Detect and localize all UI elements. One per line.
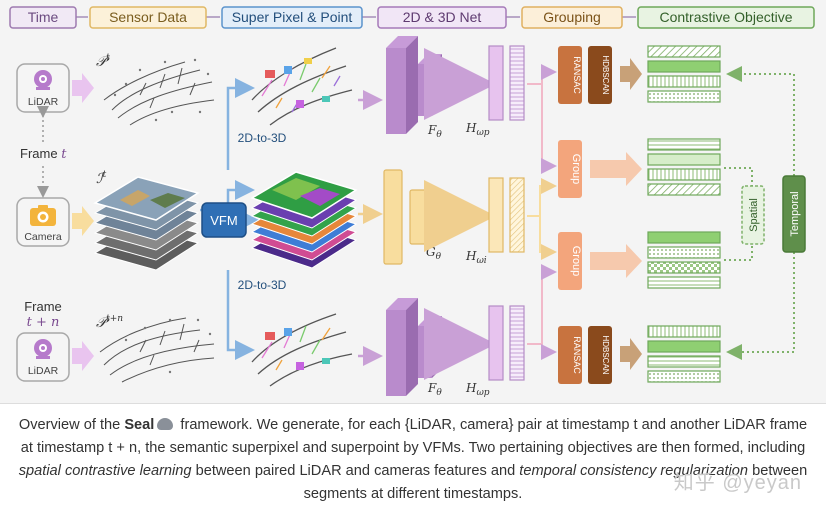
proj-top-label: 2D-to-3D xyxy=(238,131,287,145)
stage-time: Time xyxy=(9,6,77,29)
hdbscan-top: HDBSCAN xyxy=(588,46,612,104)
superpoints-tn xyxy=(251,313,353,387)
features-bottom xyxy=(647,325,721,383)
svg-text:𝒫t: 𝒫t xyxy=(96,53,110,70)
stage-super-pixel-point: Super Pixel & Point xyxy=(221,6,363,29)
svg-text:LiDAR: LiDAR xyxy=(28,365,59,377)
arrow-group-bottom xyxy=(590,244,642,278)
caption-text: between segments at different timestamps… xyxy=(303,463,808,502)
svg-text:VFM: VFM xyxy=(210,213,237,228)
svg-text:Hωi: Hωi xyxy=(465,249,487,266)
frame-t-label: Frame t xyxy=(20,146,67,162)
caption-seal: Seal xyxy=(124,417,155,433)
vfm-block: VFM xyxy=(201,202,247,238)
point-cloud-tn: 𝒫t+n xyxy=(96,314,215,383)
figure-caption: Overview of the Seal framework. We gener… xyxy=(0,403,826,515)
proj-bottom-arrow xyxy=(226,270,255,360)
head-h-top: Hωp xyxy=(465,45,525,138)
svg-text:ℐt: ℐt xyxy=(96,170,107,187)
svg-text:Contrastive Objective: Contrastive Objective xyxy=(659,9,792,25)
camera-images-t: ℐt xyxy=(93,170,200,271)
watermark: 知乎 @yeyan xyxy=(673,472,802,494)
frame-tn-label: Frame t + n xyxy=(24,299,62,330)
hdbscan-bottom: HDBSCAN xyxy=(588,326,612,384)
lidar-bottom-arrow xyxy=(72,341,94,371)
arrow-group-top xyxy=(590,152,642,186)
head-h-mid: Hωi xyxy=(465,177,525,266)
framework-diagram: Time Sensor Data Super Pixel & Point 2D … xyxy=(9,6,815,398)
lidar-top-sensor: LiDAR xyxy=(16,63,70,113)
caption-spatial-term: spatial contrastive learning xyxy=(18,463,192,479)
framework-figure: Time Sensor Data Super Pixel & Point 2D … xyxy=(0,0,826,403)
group-bottom: Group xyxy=(558,232,582,290)
net-f-theta-top: Fθ xyxy=(386,36,450,140)
caption-text: Overview of the xyxy=(18,417,125,433)
features-group-top xyxy=(647,138,721,196)
superpixel-stack xyxy=(250,171,358,269)
svg-text:t + n: t + n xyxy=(27,315,60,330)
stage-header: Time Sensor Data Super Pixel & Point 2D … xyxy=(9,6,815,29)
svg-text:2D & 3D Net: 2D & 3D Net xyxy=(403,9,482,25)
net-f-theta-bottom: Fθ xyxy=(386,298,450,398)
stage-contrastive-objective: Contrastive Objective xyxy=(637,6,815,29)
svg-text:Hωp: Hωp xyxy=(465,121,490,138)
ransac-bottom: RANSAC xyxy=(558,326,582,384)
lidar-bottom-sensor: LiDAR xyxy=(16,332,70,382)
svg-text:Spatial: Spatial xyxy=(748,198,760,232)
svg-text:Camera: Camera xyxy=(24,231,62,243)
head-h-bottom: Hωp xyxy=(465,305,525,398)
svg-text:Frame: Frame xyxy=(24,299,62,314)
caption-text: framework. We generate, for each {LiDAR,… xyxy=(20,417,808,456)
svg-text:Sensor Data: Sensor Data xyxy=(109,9,187,25)
svg-text:HDBSCAN: HDBSCAN xyxy=(601,55,610,94)
svg-text:Gθ: Gθ xyxy=(426,245,442,262)
lidar-top-arrow xyxy=(72,73,94,103)
features-group-bottom xyxy=(647,231,721,289)
point-cloud-t: 𝒫t xyxy=(96,53,215,126)
stage-sensor-data: Sensor Data xyxy=(89,6,207,29)
camera-sensor: Camera xyxy=(16,197,70,247)
svg-text:HDBSCAN: HDBSCAN xyxy=(601,335,610,374)
proj-bottom-label: 2D-to-3D xyxy=(238,278,287,292)
arrow-ransac-top xyxy=(620,58,642,90)
group-top: Group xyxy=(558,140,582,198)
spatial-block: Spatial xyxy=(741,185,765,245)
svg-text:Fθ: Fθ xyxy=(427,381,442,398)
svg-text:Fθ: Fθ xyxy=(427,123,442,140)
temporal-block: Temporal xyxy=(782,175,806,253)
svg-text:Temporal: Temporal xyxy=(789,191,801,236)
features-top xyxy=(647,45,721,103)
svg-text:Super Pixel & Point: Super Pixel & Point xyxy=(232,9,353,25)
caption-text: between paired LiDAR and cameras feature… xyxy=(191,463,520,479)
superpoints-t xyxy=(251,47,353,126)
svg-text:RANSAC: RANSAC xyxy=(572,336,582,374)
svg-text:Group: Group xyxy=(570,246,582,277)
caption-temporal-term: temporal consistency regularization xyxy=(519,463,749,479)
svg-text:LiDAR: LiDAR xyxy=(28,96,59,108)
ransac-top: RANSAC xyxy=(558,46,582,104)
net-g-theta: Gθ xyxy=(383,169,455,265)
svg-text:Frame t: Frame t xyxy=(20,146,67,162)
svg-text:RANSAC: RANSAC xyxy=(572,56,582,94)
svg-text:𝒫t+n: 𝒫t+n xyxy=(96,314,123,331)
camera-arrow xyxy=(72,206,94,236)
svg-text:Hωp: Hωp xyxy=(465,381,490,398)
svg-text:Time: Time xyxy=(28,9,59,25)
arrow-ransac-bottom xyxy=(620,338,642,370)
seal-icon xyxy=(157,418,174,430)
proj-top-arrow xyxy=(226,78,255,170)
svg-text:Grouping: Grouping xyxy=(543,9,601,25)
stage-2d-3d-net: 2D & 3D Net xyxy=(377,6,507,29)
svg-text:Group: Group xyxy=(570,154,582,185)
stage-grouping: Grouping xyxy=(521,6,623,29)
